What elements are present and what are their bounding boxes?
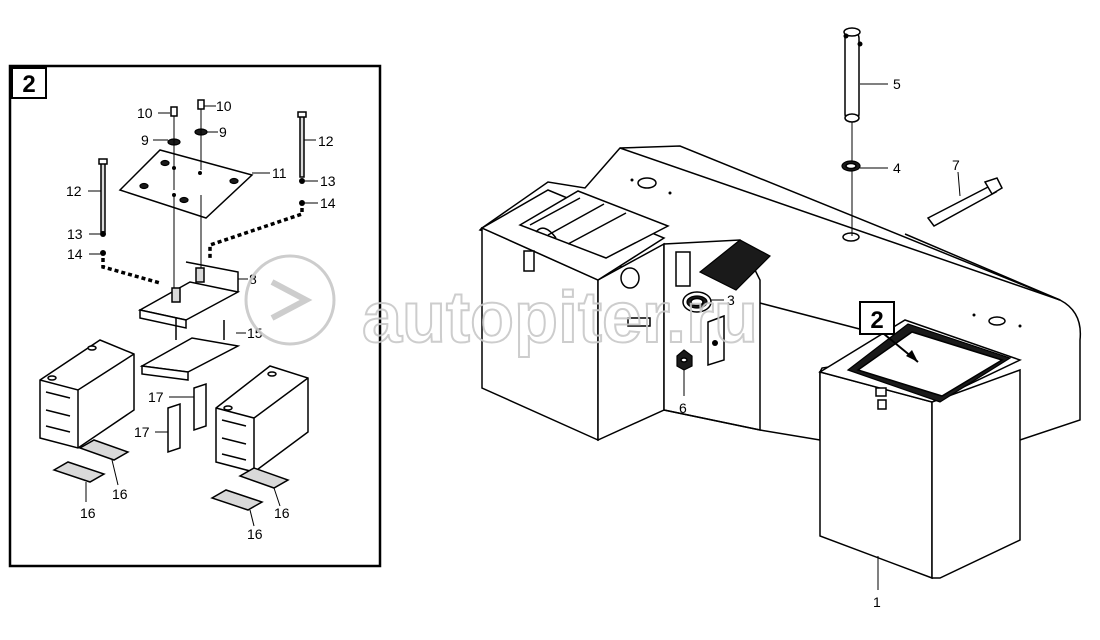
callout-16-b: 16	[80, 505, 96, 521]
callout-16-a: 16	[112, 486, 128, 502]
tank-assembly	[478, 27, 1082, 580]
callout-10-right: 10	[216, 98, 232, 114]
callout-12-right: 12	[318, 133, 334, 149]
callout-9-right: 9	[219, 124, 227, 140]
callout-8: 8	[249, 271, 257, 287]
callout-10-left: 10	[137, 105, 153, 121]
watermark: autopiter.ru	[244, 254, 759, 359]
bracket-8	[137, 261, 241, 329]
callout-3: 3	[727, 292, 735, 308]
bracket-15	[139, 318, 241, 381]
watermark-text: autopiter.ru	[362, 278, 758, 358]
callout-6: 6	[679, 400, 687, 416]
pads	[52, 439, 290, 511]
battery-left	[39, 339, 135, 449]
spacers	[167, 382, 207, 454]
main-view-badge: 2	[859, 301, 919, 363]
callout-17-upper: 17	[148, 389, 164, 405]
callout-1: 1	[873, 594, 881, 610]
battery-right	[215, 365, 309, 473]
callout-11: 11	[272, 165, 287, 181]
detail-view-badge: 2	[22, 71, 35, 98]
main-view-badge-label: 2	[870, 307, 883, 334]
callout-16-d: 16	[247, 526, 263, 542]
callout-5: 5	[893, 76, 901, 92]
callout-14-right: 14	[320, 195, 336, 211]
callout-9-left: 9	[141, 132, 149, 148]
tie-rods	[98, 111, 307, 285]
callout-13-left: 13	[67, 226, 83, 242]
top-plate-assembly	[118, 99, 254, 290]
callout-4: 4	[893, 160, 901, 176]
main-callouts: 5 4 7 3 6 1	[679, 76, 961, 610]
callout-17-lower: 17	[134, 424, 150, 440]
top-plate	[118, 149, 254, 219]
callout-13-right: 13	[320, 173, 336, 189]
callout-16-c: 16	[274, 505, 290, 521]
callout-12-left: 12	[66, 183, 82, 199]
callout-7: 7	[952, 157, 960, 173]
callout-14-left: 14	[67, 246, 83, 262]
